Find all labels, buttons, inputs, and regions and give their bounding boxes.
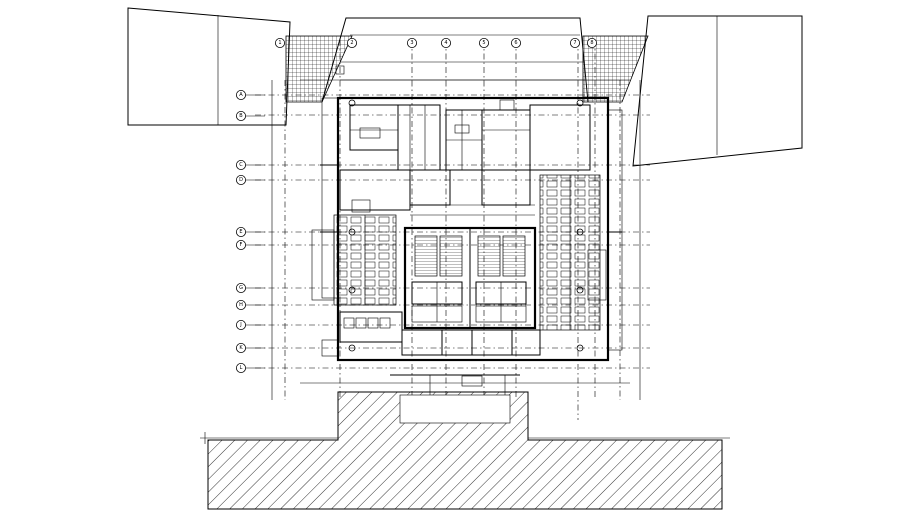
- left-grid-bubble: F: [235, 239, 246, 250]
- central-core: [403, 226, 537, 330]
- top-grid-bubble-circle: [570, 38, 581, 49]
- left-grid-bubble: C: [235, 159, 246, 170]
- left-wing-block: [127, 7, 291, 126]
- left-grid-bubble-circle: [235, 111, 246, 122]
- top-grid-bubble: 7: [570, 38, 581, 49]
- left-grid-bubble-label: L: [240, 365, 243, 371]
- right-seating-block: [539, 174, 607, 331]
- left-grid-bubble-label: F: [240, 242, 243, 248]
- left-grid-bubble-circle: [235, 174, 246, 185]
- top-grid-bubble: 6: [510, 38, 521, 49]
- top-grid-bubble-circle: [274, 38, 285, 49]
- left-grid-bubble: K: [235, 342, 246, 353]
- left-grid-bubble-label: C: [239, 162, 243, 168]
- lower-rooms: [321, 311, 541, 357]
- top-grid-bubble-label: 7: [573, 40, 576, 46]
- grid-bubbles-top: 1 2 3 4 5 6 7 8: [274, 38, 598, 49]
- top-grid-bubble: 2: [346, 38, 357, 49]
- left-grid-bubble-label: B: [239, 113, 243, 119]
- top-grid-bubble-label: 1: [278, 40, 281, 46]
- left-grid-bubble-label: G: [239, 285, 243, 291]
- left-tiled-canopy: [285, 35, 353, 103]
- top-grid-bubble: 8: [587, 38, 598, 49]
- left-grid-bubble: B: [235, 111, 246, 122]
- top-grid-bubble-circle: [478, 38, 489, 49]
- top-grid-bubble-circle: [510, 38, 521, 49]
- top-grid-bubble-label: 4: [444, 40, 447, 46]
- top-grid-bubble: 1: [274, 38, 285, 49]
- left-seating-block: [311, 214, 397, 306]
- top-grid-bubble: 5: [478, 38, 489, 49]
- upper-roof-outline: [321, 17, 589, 103]
- top-grid-bubble-label: 6: [514, 40, 517, 46]
- left-grid-bubble: L: [235, 362, 246, 373]
- upper-service-rooms: [349, 99, 591, 171]
- main-entrance: [390, 359, 520, 395]
- left-grid-bubble-circle: [235, 239, 246, 250]
- left-grid-bubble-label: A: [239, 92, 243, 98]
- left-grid-bubble: G: [235, 282, 246, 293]
- grid-bubbles-left: A B C D E F G H J K L: [235, 90, 265, 373]
- top-grid-bubble-label: 8: [590, 40, 593, 46]
- top-grid-bubble-label: 2: [350, 40, 353, 46]
- left-grid-bubble: A: [235, 90, 246, 101]
- left-grid-bubble: E: [235, 226, 246, 237]
- left-grid-bubble-circle: [235, 319, 246, 330]
- top-grid-bubble: 4: [440, 38, 451, 49]
- top-grid-bubble-label: 3: [410, 40, 413, 46]
- top-grid-bubble-circle: [346, 38, 357, 49]
- top-grid-bubble-circle: [406, 38, 417, 49]
- left-grid-bubble-circle: [235, 342, 246, 353]
- left-grid-bubble-label: K: [239, 345, 243, 351]
- left-grid-bubble: J: [235, 319, 246, 330]
- top-grid-bubble-circle: [440, 38, 451, 49]
- left-grid-bubble-label: D: [239, 177, 243, 183]
- left-grid-bubble-label: E: [239, 229, 242, 235]
- left-grid-bubble-circle: [235, 362, 246, 373]
- left-grid-bubble-label: J: [239, 322, 241, 328]
- left-grid-bubble: H: [235, 299, 246, 310]
- left-grid-bubble-circle: [235, 282, 246, 293]
- left-grid-bubble-label: H: [239, 302, 243, 308]
- top-grid-bubble-circle: [587, 38, 598, 49]
- columns: [348, 99, 584, 352]
- right-wing-block: [632, 15, 803, 167]
- top-grid-bubble: 3: [406, 38, 417, 49]
- left-grid-bubble-circle: [235, 90, 246, 101]
- left-grid-bubble-circle: [235, 159, 246, 170]
- left-grid-bubble: D: [235, 174, 246, 185]
- left-grid-bubble-circle: [235, 299, 246, 310]
- left-grid-bubble-circle: [235, 226, 246, 237]
- hatched-site-area: [200, 391, 730, 510]
- top-grid-bubble-label: 5: [482, 40, 485, 46]
- middle-corridor: [339, 169, 535, 216]
